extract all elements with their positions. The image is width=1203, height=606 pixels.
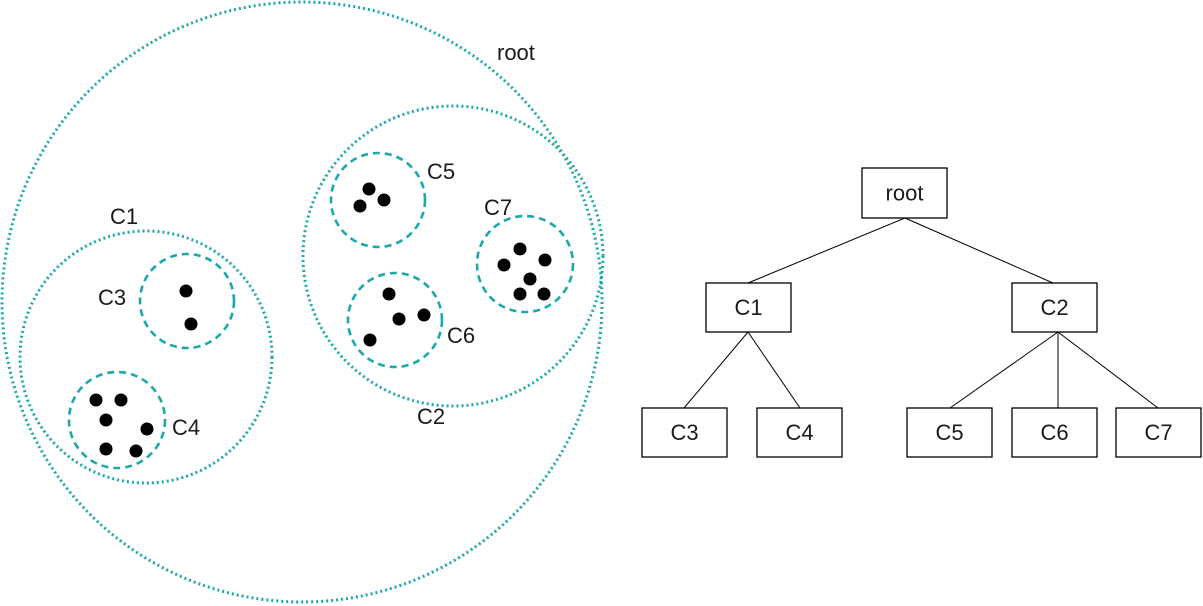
data-point	[513, 242, 527, 256]
data-point	[140, 422, 154, 436]
tree-node-label: C7	[1144, 420, 1172, 445]
points-c4	[89, 393, 154, 458]
data-point	[377, 193, 391, 207]
data-point	[353, 199, 367, 213]
tree-node-c3: C3	[641, 407, 728, 458]
data-point	[99, 442, 113, 456]
tree-edge-c2-c5	[949, 331, 1059, 409]
cluster-c7-circle	[475, 214, 575, 314]
cluster-c5-circle	[329, 151, 427, 249]
cluster-label-root: root	[497, 40, 535, 65]
cluster-label-c1: C1	[110, 204, 138, 229]
tree-node-root: root	[861, 167, 948, 219]
tree-node-c7: C7	[1115, 407, 1202, 458]
data-point	[417, 308, 431, 322]
points-c7	[497, 242, 552, 301]
tree-node-label: C3	[670, 420, 698, 445]
cluster-c6-circle	[346, 271, 444, 369]
cluster-label-c5: C5	[427, 159, 455, 184]
points-c3	[179, 284, 198, 331]
cluster-c4-circle	[67, 370, 167, 470]
tree-node-label: C5	[935, 420, 963, 445]
data-point	[363, 333, 377, 347]
tree-node-label: C2	[1040, 295, 1068, 320]
tree-node-label: root	[886, 181, 924, 206]
data-point	[89, 393, 103, 407]
cluster-label-c4: C4	[172, 415, 200, 440]
cluster-c3-circle	[138, 252, 236, 350]
data-point	[179, 284, 193, 298]
data-point	[538, 253, 552, 267]
cluster-label-c3: C3	[98, 285, 126, 310]
tree-node-label: C6	[1040, 420, 1068, 445]
cluster-label-c6: C6	[447, 323, 475, 348]
cluster-c1-circle	[18, 229, 274, 485]
cluster-label-c2: C2	[417, 404, 445, 429]
tree-node-c5: C5	[906, 407, 993, 458]
data-point	[497, 258, 511, 272]
data-point	[99, 413, 113, 427]
tree-edge-root-c2	[904, 217, 1054, 284]
cluster-tree: root C1 C2 C3 C4 C5 C6 C7	[641, 167, 1202, 458]
data-point	[382, 287, 396, 301]
tree-edge-c1-c3	[683, 331, 749, 409]
tree-node-c6: C6	[1011, 407, 1098, 458]
data-point	[537, 287, 551, 301]
cluster-diagram: root C1 C2 C3 C4 C5 C6 C7	[0, 0, 605, 604]
cluster-label-c7: C7	[484, 195, 512, 220]
data-point	[513, 287, 527, 301]
tree-edge-c2-c7	[1057, 331, 1159, 409]
data-point	[362, 182, 376, 196]
tree-node-c1: C1	[705, 282, 792, 333]
tree-node-label: C4	[785, 420, 813, 445]
tree-edge-c1-c4	[747, 331, 801, 409]
data-point	[114, 393, 128, 407]
tree-node-c2: C2	[1011, 282, 1098, 333]
tree-edge-root-c1	[747, 217, 906, 284]
points-c5	[353, 182, 391, 213]
tree-node-c4: C4	[756, 407, 843, 458]
cluster-root-circle	[0, 0, 604, 604]
cluster-c2-circle	[301, 104, 605, 408]
points-c6	[363, 287, 431, 347]
data-point	[129, 444, 143, 458]
data-point	[184, 317, 198, 331]
data-point	[392, 312, 406, 326]
data-point	[523, 272, 537, 286]
tree-node-label: C1	[734, 295, 762, 320]
